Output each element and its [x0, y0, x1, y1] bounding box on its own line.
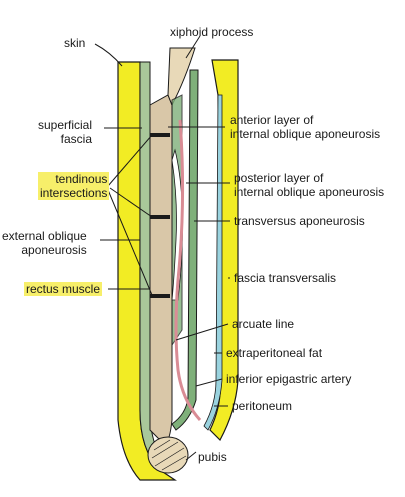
- label-fascia-transversalis: fascia transversalis: [234, 271, 337, 285]
- label-posterior-layer: posterior layer of internal oblique apon…: [234, 171, 385, 199]
- leader-tendinous-2: [109, 187, 153, 218]
- label-superficial-fascia: superficial fascia: [38, 118, 93, 146]
- label-pubis: pubis: [198, 450, 227, 464]
- leader-tendinous-3: [107, 189, 153, 296]
- pubis-bone: [147, 436, 189, 474]
- transversus-layer: [171, 69, 199, 431]
- label-arcuate-line: arcuate line: [232, 317, 295, 331]
- label-external-oblique-aponeurosis: external oblique aponeurosis: [2, 229, 87, 257]
- label-anterior-layer: anterior layer of internal oblique apone…: [230, 113, 381, 141]
- leader-skin: [94, 43, 123, 67]
- label-inferior-epigastric-artery: inferior epigastric artery: [226, 372, 352, 386]
- label-rectus-muscle: rectus muscle: [24, 282, 103, 296]
- leader-xiphoid: [185, 35, 201, 59]
- leader-arcuate: [175, 323, 229, 341]
- leader-epigastric: [195, 378, 223, 387]
- leader-tendinous-1: [107, 134, 153, 187]
- pubis-hatching: [151, 439, 187, 471]
- tendinous-intersection-bars: [150, 133, 170, 298]
- label-peritoneum: peritoneum: [232, 399, 293, 413]
- label-extraperitoneal-fat: extraperitoneal fat: [226, 346, 323, 360]
- leader-lines: [94, 35, 230, 461]
- label-xiphoid-process: xiphoid process: [170, 25, 254, 39]
- label-skin: skin: [64, 36, 86, 50]
- label-tendinous-intersections: tendinous intersections: [38, 172, 110, 200]
- rectus-muscle-body: [149, 94, 173, 446]
- label-transversus-aponeurosis: transversus aponeurosis: [234, 214, 365, 228]
- peritoneum-layer: [203, 94, 223, 431]
- inferior-epigastric-artery-shape: [174, 119, 202, 422]
- leader-pubis: [185, 451, 197, 461]
